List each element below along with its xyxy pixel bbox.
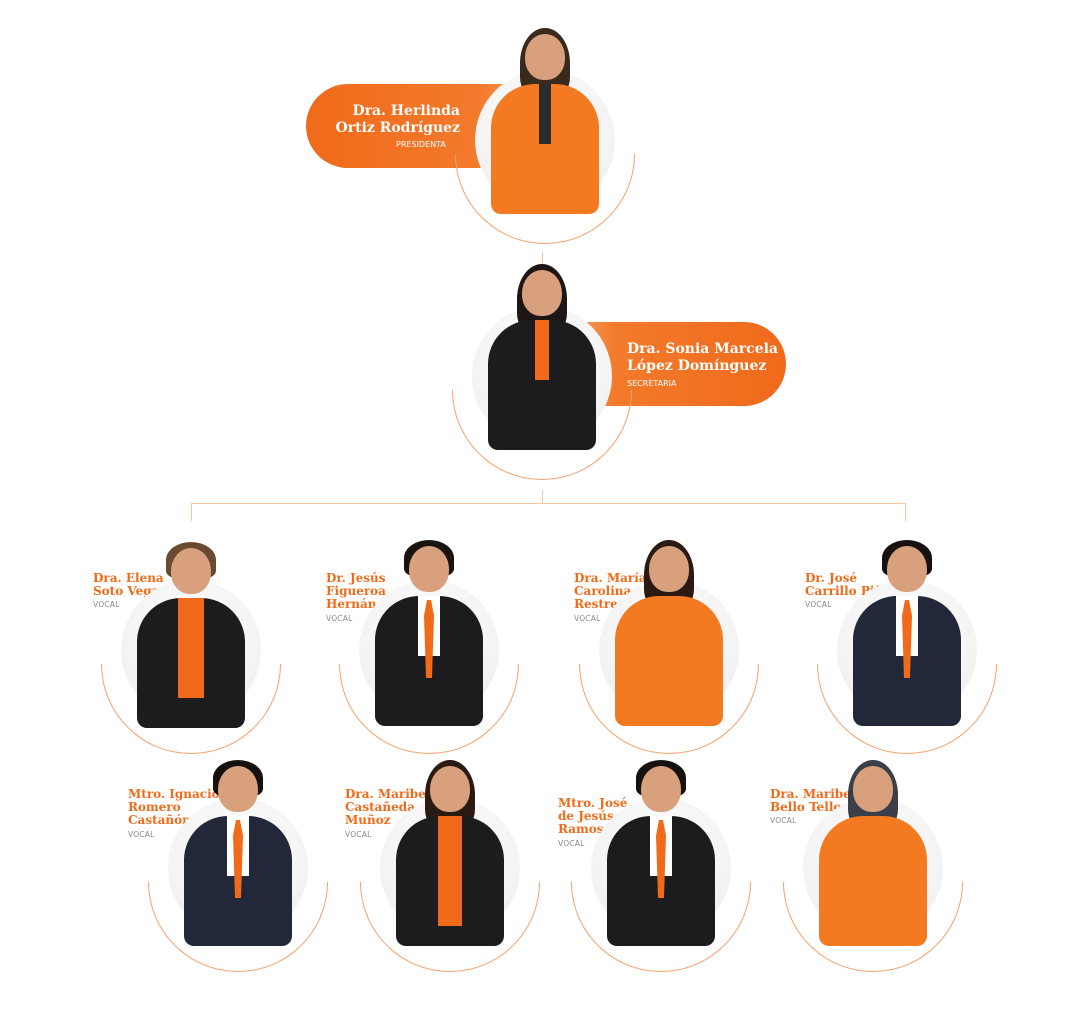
president-portrait bbox=[417, 26, 673, 282]
vocal-7-portrait bbox=[533, 754, 789, 1009]
secretary-name: Dra. Sonia Marcela López Domínguez bbox=[627, 341, 778, 374]
president-role: PRESIDENTA bbox=[396, 140, 446, 149]
vocal-1-portrait bbox=[63, 536, 319, 792]
president-avatar bbox=[489, 28, 601, 214]
vocal-4-avatar bbox=[851, 540, 963, 726]
connector-left-drop bbox=[191, 503, 192, 521]
vocal-2-portrait bbox=[301, 536, 557, 792]
vocal-8-role: VOCAL bbox=[770, 816, 797, 825]
vocal-3-avatar bbox=[613, 540, 725, 726]
connector-right-drop bbox=[905, 503, 906, 521]
vocal-7-role: VOCAL bbox=[558, 839, 585, 848]
vocal-6-avatar bbox=[394, 760, 506, 946]
vocal-7-avatar bbox=[605, 760, 717, 946]
vocal-4-role: VOCAL bbox=[805, 600, 832, 609]
connector-horizontal bbox=[191, 503, 906, 504]
vocal-3-portrait bbox=[541, 536, 797, 792]
vocal-1-avatar bbox=[135, 542, 247, 728]
connector-president-secretary bbox=[542, 252, 543, 268]
secretary-role: SECRETARIA bbox=[627, 379, 677, 388]
president-name: Dra. Herlinda Ortiz Rodríguez bbox=[335, 103, 460, 136]
vocal-1-role: VOCAL bbox=[93, 600, 120, 609]
vocal-6-role: VOCAL bbox=[345, 830, 372, 839]
vocal-2-role: VOCAL bbox=[326, 614, 353, 623]
secretary-portrait bbox=[414, 262, 670, 518]
vocal-6-portrait bbox=[322, 754, 578, 1009]
vocal-5-avatar bbox=[182, 760, 294, 946]
vocal-4-portrait bbox=[779, 536, 1035, 792]
connector-secretary-vocals bbox=[542, 490, 543, 504]
vocal-8-avatar bbox=[817, 760, 929, 946]
vocal-3-role: VOCAL bbox=[574, 614, 601, 623]
vocal-8-portrait bbox=[745, 754, 1001, 1009]
vocal-5-role: VOCAL bbox=[128, 830, 155, 839]
secretary-avatar bbox=[486, 264, 598, 450]
vocal-5-portrait bbox=[110, 754, 366, 1009]
vocal-2-avatar bbox=[373, 540, 485, 726]
